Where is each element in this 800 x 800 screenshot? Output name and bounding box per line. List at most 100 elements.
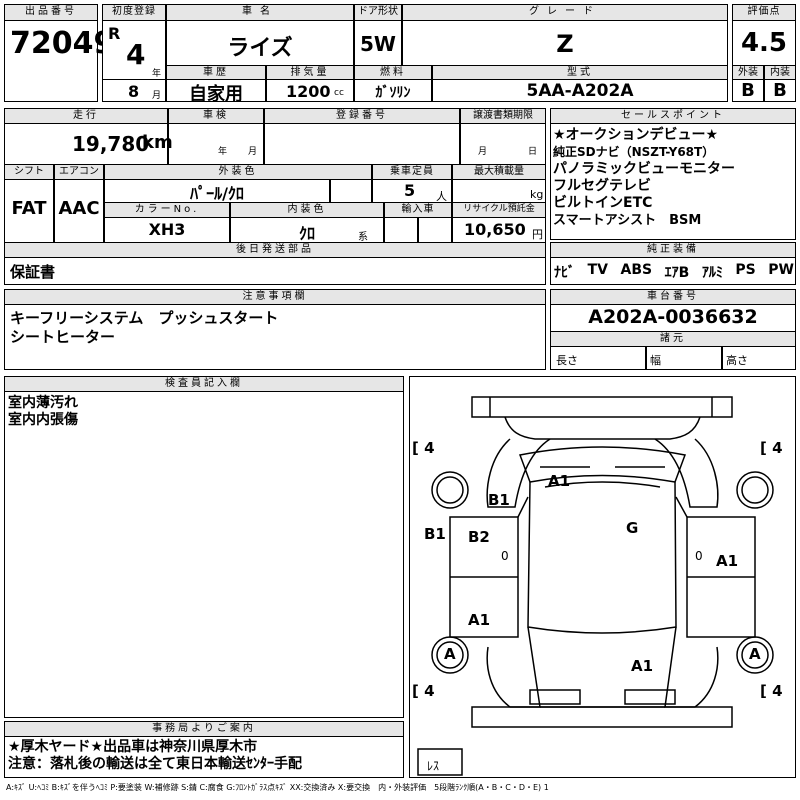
details-section: 走行 車検 登録番号 譲渡書類期限 19,780 km 年 月 月 日 シフト …: [4, 108, 546, 285]
mark-zero-left: 0: [501, 549, 509, 563]
inspection-month-unit: 月: [248, 147, 258, 157]
recycle-label: リサイクル預託金: [452, 202, 546, 218]
ext-color: ﾊﾟｰﾙ/ｸﾛ: [190, 184, 244, 203]
width-label: 幅: [650, 354, 661, 367]
mark-b2: B2: [468, 528, 490, 546]
notes-list: キーフリーシステム プッシュスタート シートヒーター: [10, 309, 278, 347]
sales-point-line: ビルトインETC: [553, 195, 653, 211]
model: 5AA-A202A: [526, 81, 634, 101]
transfer-label: 譲渡書類期限: [460, 108, 546, 124]
damage-diagram: [ 4 [ 4 [ 4 [ 4 A1 B1 B1 B2 G A1 A1 A A …: [409, 376, 796, 778]
capacity-unit: 人: [436, 190, 447, 203]
shift-label: シフト: [4, 164, 54, 180]
header-section: 出品番号 72049 初度登録 R 4 年 8 月 車名 ライズ ドア形状 5W…: [4, 4, 796, 105]
chassis-label: 車台番号: [550, 289, 796, 305]
inspection-year-unit: 年: [218, 147, 228, 157]
max-load-unit: kg: [530, 188, 544, 201]
chassis-cell: [550, 304, 796, 332]
lot-label: 出品番号: [4, 4, 98, 21]
int-color-label: 内装色: [230, 202, 384, 218]
ext-color-cell: [104, 179, 330, 203]
mileage: 19,780: [72, 132, 150, 156]
legend: A:ｷｽﾞ U:ﾍｺﾐ B:ｷｽﾞを伴うﾍｺﾐ P:要塗装 W:補修跡 S:錆 …: [6, 783, 549, 792]
car-name-cell: [166, 20, 354, 66]
sales-point-line: 純正SDナビ（NSZT-Y68T）: [553, 145, 715, 159]
exterior-grade: B: [741, 80, 755, 101]
reg-month-unit: 月: [152, 91, 162, 101]
car-name: ライズ: [227, 36, 293, 61]
door-label: ドア形状: [354, 4, 402, 21]
score-label: 評価点: [732, 4, 796, 21]
equipment-list: ﾅﾋﾞ TV ABS ｴｱB ｱﾙﾐ PS PW: [554, 262, 794, 282]
reg-no-cell: [264, 123, 460, 165]
inspection-label: 車検: [168, 108, 264, 124]
interior-cell: [764, 79, 796, 102]
mark-a1-right: A1: [716, 552, 739, 570]
ext-color-label: 外装色: [104, 164, 372, 180]
note-line: キーフリーシステム プッシュスタート: [10, 309, 279, 327]
mark-a-right: A: [749, 645, 761, 663]
equipment-box: [550, 257, 796, 285]
car-name-label: 車名: [166, 4, 354, 21]
reg-year-unit: 年: [152, 69, 162, 79]
mark-a-left: A: [444, 645, 456, 663]
inspector-line: 室内内張傷: [8, 412, 78, 428]
length-label: 長さ: [556, 354, 578, 367]
score: 4.5: [740, 28, 788, 58]
transfer-month-unit: 月: [478, 147, 488, 157]
equipment-item: ｱﾙﾐ: [701, 265, 723, 281]
equipment-item: ﾅﾋﾞ: [554, 265, 575, 281]
interior-grade: B: [773, 80, 787, 101]
inspector-box: [4, 391, 404, 718]
tire-fl-tread: [ 4: [412, 439, 435, 457]
shift: FAT: [11, 198, 47, 219]
office-line: 注意：落札後の輸送は全て東日本輸送ｾﾝﾀｰ手配: [8, 756, 302, 772]
first-reg-year-cell: [102, 20, 166, 80]
recycle: 10,650: [464, 220, 526, 239]
mileage-label: 走行: [4, 108, 168, 124]
later-items-label: 後日発送部品: [4, 242, 546, 258]
height-label: 高さ: [726, 354, 748, 367]
ext-color-extra-cell: [330, 179, 372, 203]
door-type: 5W: [360, 32, 396, 56]
sales-points-label: セールスポイント: [550, 108, 796, 124]
equipment-label: 純正装備: [550, 242, 796, 258]
capacity-label: 乗車定員: [372, 164, 452, 180]
displacement-unit: cc: [334, 88, 344, 98]
ac-label: エアコン: [54, 164, 104, 180]
max-load-label: 最大積載量: [452, 164, 546, 180]
fuel: ｶﾞｿﾘﾝ: [375, 85, 411, 101]
model-cell: [432, 79, 728, 102]
lot-cell: [4, 20, 98, 102]
door-cell: [354, 20, 402, 66]
displacement: 1200: [286, 82, 331, 101]
sales-point-line: ★オークションデビュー★: [553, 127, 719, 143]
sales-points-list: ★オークションデビュー★ 純正SDナビ（NSZT-Y68T） パノラミックビュー…: [553, 127, 793, 229]
reg-month: 8: [128, 82, 140, 101]
first-reg-label: 初度登録: [102, 4, 166, 21]
spare-tire-label: ﾚｽ: [427, 759, 440, 773]
sales-points-box: [550, 123, 796, 240]
office-label: 事務局よりご案内: [4, 721, 404, 737]
transfer-day-unit: 日: [528, 147, 538, 157]
mark-b1-front-left: B1: [488, 491, 510, 509]
ac-cell: [54, 179, 104, 243]
mark-zero-right: 0: [695, 549, 703, 563]
tire-rr-tread: [ 4: [760, 682, 783, 700]
displacement-cell: [266, 79, 354, 102]
shift-cell: [4, 179, 54, 243]
specs-label: 諸元: [550, 331, 796, 347]
inspector-list: 室内薄汚れ 室内内張傷: [8, 395, 78, 429]
recycle-unit: 円: [532, 228, 543, 241]
mark-b1-side: B1: [424, 525, 446, 543]
length-cell: [550, 346, 646, 370]
sales-point-line: パノラミックビューモニター: [553, 161, 735, 177]
history: 自家用: [189, 84, 243, 105]
office-box: [4, 736, 404, 778]
history-cell: [166, 79, 266, 102]
notes-box: [4, 304, 546, 370]
capacity: 5: [404, 181, 416, 200]
ac: AAC: [58, 198, 100, 219]
reg-year: 4: [126, 38, 146, 71]
int-color-unit: 系: [358, 232, 368, 243]
